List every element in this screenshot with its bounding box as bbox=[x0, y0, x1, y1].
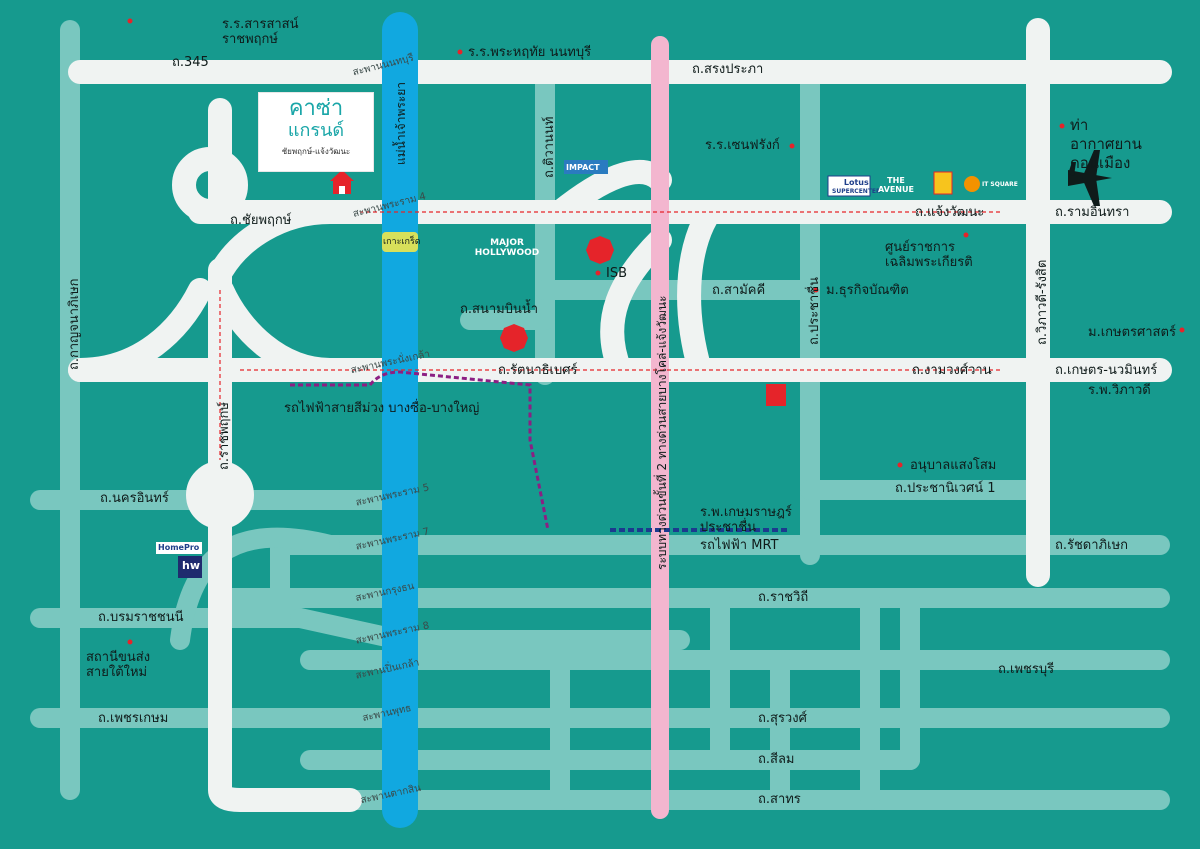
ko-kret-island bbox=[382, 232, 418, 252]
road-label-sanam-bin-nam: ถ.สนามบินน้ำ bbox=[460, 302, 539, 317]
road-label-kaset-nawamin: ถ.เกษตร-นวมินทร์ bbox=[1055, 363, 1158, 378]
road-label-phetchaburi: ถ.เพชรบุรี bbox=[998, 662, 1055, 677]
place-govt-center-line2: เฉลิมพระเกียรติ bbox=[885, 255, 973, 270]
place-major-hollywood: MAJOR HOLLYWOOD bbox=[472, 238, 542, 258]
airplane-icon bbox=[1068, 150, 1112, 206]
place-airport: ท่าอากาศยาน ดอนเมือง bbox=[1070, 116, 1160, 173]
purple-line-label: รถไฟฟ้าสายสีม่วง บางซื่อ-บางใหญ่ bbox=[284, 401, 480, 416]
place-school-sarasas: ร.ร.สารสาสน์ ราชพฤกษ์ bbox=[222, 17, 312, 47]
road-label-nakhon-in: ถ.นครอินทร์ bbox=[100, 491, 169, 506]
project-name-line1: คาซ่า bbox=[288, 96, 344, 121]
impact-logo-mark bbox=[564, 160, 608, 174]
brand-homepro: HomePro bbox=[158, 543, 200, 552]
road-label-borommaratchachonnani: ถ.บรมราชชนนี bbox=[98, 610, 184, 625]
road-label-prachaniwet1: ถ.ประชานิเวศน์ 1 bbox=[895, 481, 996, 496]
brand-lotus-line2: SUPERCENTER bbox=[832, 188, 881, 195]
place-bus-terminal-line1: สถานีขนส่ง bbox=[86, 650, 151, 665]
island-label: เกาะเกร็ด bbox=[383, 237, 421, 247]
river-label: แม่น้ำเจ้าพระยา bbox=[394, 81, 408, 165]
brand-avenue-line2: AVENUE bbox=[878, 185, 914, 194]
place-govt-center: ศูนย์ราชการ เฉลิมพระเกียรติ bbox=[885, 240, 995, 270]
road-label-ngamwongwan: ถ.งามวงศ์วาน bbox=[912, 363, 992, 378]
road-label-surawong: ถ.สุรวงศ์ bbox=[758, 711, 807, 726]
road-label-ratchadaphisek: ถ.รัชดาภิเษก bbox=[1055, 538, 1129, 553]
brand-lotus-line1: Lotus bbox=[843, 178, 869, 187]
place-kasemrad-line1: ร.พ.เกษมราษฎร์ bbox=[700, 505, 792, 520]
project-name-line2: แกรนด์ bbox=[287, 120, 345, 141]
brand-avenue: THE AVENUE bbox=[878, 176, 914, 194]
project-house-marker bbox=[330, 170, 354, 194]
road-label-prachachuen: ถ.ประชาชื่น bbox=[807, 276, 822, 345]
place-govt-center-line1: ศูนย์ราชการ bbox=[885, 240, 956, 255]
road-label-rattanathibet: ถ.รัตนาธิเบศร์ bbox=[498, 363, 578, 378]
place-vibhavadi-hospital: ร.พ.วิภาวดี bbox=[1088, 383, 1151, 398]
central-logo-mark-2 bbox=[500, 324, 528, 352]
place-airport-line2: ดอนเมือง bbox=[1070, 154, 1131, 172]
place-bus-terminal-line2: สายใต้ใหม่ bbox=[86, 665, 148, 680]
brand-lotus: Lotus SUPERCENTER bbox=[832, 178, 881, 196]
the-mall-logo-mark bbox=[766, 384, 786, 406]
place-major-line1: MAJOR bbox=[490, 238, 524, 248]
location-markers bbox=[127, 18, 1185, 645]
place-school-phrathai: ร.ร.พระหฤทัย นนทบุรี bbox=[468, 45, 592, 60]
mrt-line-label: รถไฟฟ้า MRT bbox=[700, 538, 779, 553]
itsquare-logo-mark bbox=[964, 176, 980, 192]
place-kasemrad-hospital: ร.พ.เกษมราษฎร์ ประชาชื่น bbox=[700, 505, 810, 535]
brand-hw: hw bbox=[182, 559, 200, 572]
brand-avenue-line1: THE bbox=[887, 176, 905, 185]
project-logo: คาซ่า แกรนด์ ชัยพฤกษ์-แจ้งวัฒนะ bbox=[258, 92, 374, 172]
road-label-ram-inthra: ถ.รามอินทรา bbox=[1055, 205, 1130, 220]
homepro-logo-mark bbox=[156, 542, 202, 554]
road-label-vibhavadi: ถ.วิภาวดี-รังสิต bbox=[1035, 259, 1050, 345]
road-label-kanchanaphisek: ถ.กาญจนาภิเษก bbox=[67, 278, 82, 370]
road-label-ratchaphruek: ถ.ราชพฤกษ์ bbox=[217, 402, 232, 470]
place-airport-line1: ท่าอากาศยาน bbox=[1070, 116, 1142, 153]
road-label-chaiyaphruek: ถ.ชัยพฤกษ์ bbox=[230, 213, 292, 228]
road-label-ratchawithi: ถ.ราชวิถี bbox=[758, 590, 809, 605]
place-dhurakij: ม.ธุรกิจบัณฑิต bbox=[826, 283, 909, 298]
place-school-sarasas-line1: ร.ร.สารสาสน์ bbox=[222, 17, 299, 32]
lotus-logo-mark bbox=[827, 175, 871, 197]
road-label-phetkasem: ถ.เพชรเกษม bbox=[98, 711, 169, 726]
purple-line-route bbox=[290, 370, 550, 531]
hw-logo-mark bbox=[178, 556, 202, 578]
place-school-sarasas-line2: ราชพฤกษ์ bbox=[222, 32, 278, 47]
place-kasemrad-line2: ประชาชื่น bbox=[700, 520, 757, 535]
road-label-sathon: ถ.สาทร bbox=[758, 792, 801, 807]
place-school-saint-francis: ร.ร.เซนฟรังก์ bbox=[705, 138, 780, 153]
place-anuban: อนุบาลแสงโสม bbox=[910, 458, 997, 473]
project-name-line3: ชัยพฤกษ์-แจ้งวัฒนะ bbox=[281, 147, 351, 156]
road-label-samakkhi: ถ.สามัคคี bbox=[712, 283, 766, 298]
place-isb: ISB bbox=[606, 266, 628, 281]
road-label-expressway: ระบบทางด่วนขั้นที่ 2 ทางด่วนสายบางโคล่-แ… bbox=[655, 295, 669, 570]
place-kasetsart: ม.เกษตรศาสตร์ bbox=[1088, 325, 1176, 340]
road-label-345: ถ.345 bbox=[172, 55, 209, 70]
road-label-tiwanon: ถ.ติวานนท์ bbox=[542, 116, 557, 178]
road-label-song-prapha: ถ.สรงประภา bbox=[692, 62, 764, 77]
brand-impact: IMPACT bbox=[566, 163, 600, 172]
brand-itsquare: IT SQUARE bbox=[982, 181, 1018, 188]
place-bus-terminal: สถานีขนส่ง สายใต้ใหม่ bbox=[86, 650, 176, 680]
road-label-chaeng-watthana: ถ.แจ้งวัฒนะ bbox=[915, 205, 985, 220]
place-major-line2: HOLLYWOOD bbox=[474, 248, 540, 258]
road-label-silom: ถ.สีลม bbox=[758, 752, 795, 767]
central-logo-mark-1 bbox=[586, 236, 614, 264]
c-logo-mark bbox=[933, 171, 953, 195]
